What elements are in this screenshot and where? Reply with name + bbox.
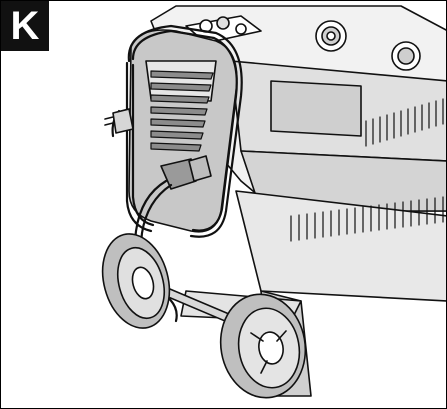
cable-hook-holder: [128, 29, 238, 233]
power-cable-coil: [111, 24, 243, 238]
vent-ribs-lower: [290, 196, 444, 242]
lower-frame: [180, 190, 446, 397]
power-plug: [104, 108, 212, 190]
hose-connector-icon: [315, 20, 421, 71]
wheel-left: [101, 233, 171, 329]
vent-ribs-upper: [365, 98, 444, 147]
figure-label: K: [1, 1, 49, 51]
holder-louvers: [150, 70, 214, 152]
wheel-right: [219, 293, 307, 399]
